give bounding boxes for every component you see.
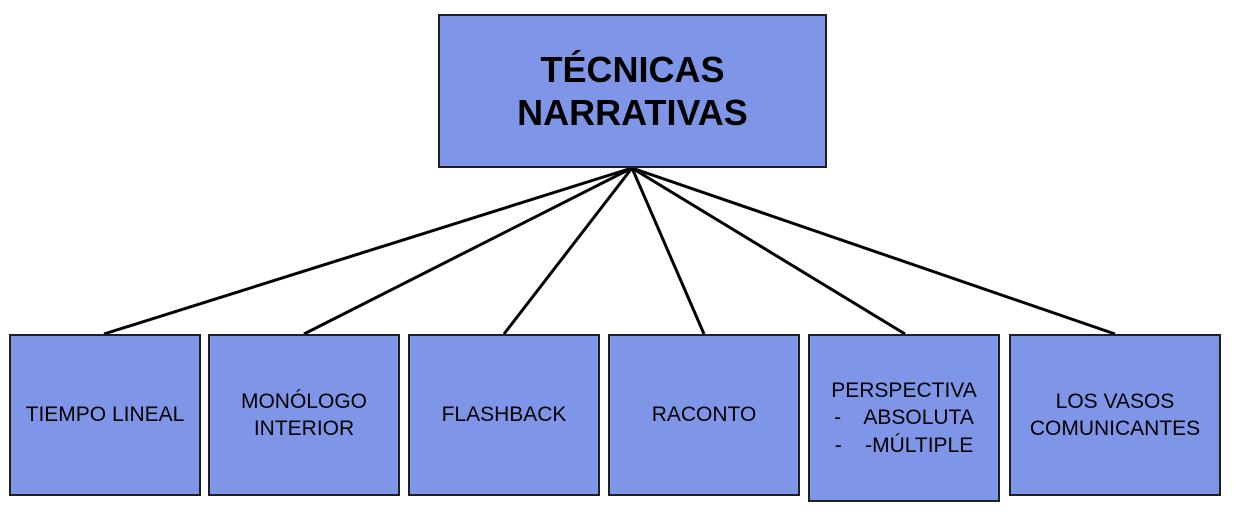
node-label-line-2: INTERIOR — [253, 417, 355, 440]
connector-tiempo-lineal — [103, 166, 633, 336]
node-label: TIEMPO LINEAL — [25, 403, 185, 427]
node-flashback: FLASHBACK — [408, 334, 600, 496]
connector-raconto — [630, 167, 706, 335]
connector-perspectiva — [631, 166, 906, 336]
root-title-line-2: NARRATIVAS — [517, 92, 748, 133]
node-label-line-2: COMUNICANTES — [1029, 417, 1201, 440]
connector-vasos-comunicantes — [631, 166, 1116, 336]
node-label: RACONTO — [651, 403, 757, 427]
node-label-line-1: LOS VASOS — [1055, 389, 1175, 413]
connector-monologo-interior — [303, 166, 633, 336]
node-label-line-3: - -MÚLTIPLE — [834, 433, 974, 457]
node-monologo-interior: MONÓLOGO INTERIOR — [208, 334, 400, 496]
node-label-line-1: MONÓLOGO — [240, 389, 367, 413]
root-title-line-1: TÉCNICAS — [540, 48, 725, 90]
node-label: FLASHBACK — [441, 403, 567, 427]
root-node-tecnicas-narrativas: TÉCNICAS NARRATIVAS — [438, 14, 827, 168]
node-perspectiva: PERSPECTIVA - ABSOLUTA - -MÚLTIPLE — [808, 334, 1000, 502]
node-label-line-2: - ABSOLUTA — [834, 406, 974, 430]
node-raconto: RACONTO — [608, 334, 800, 496]
connector-flashback — [502, 167, 634, 335]
node-tiempo-lineal: TIEMPO LINEAL — [9, 334, 201, 496]
node-label-line-1: PERSPECTIVA — [831, 379, 977, 403]
node-los-vasos-comunicantes: LOS VASOS COMUNICANTES — [1009, 334, 1221, 496]
